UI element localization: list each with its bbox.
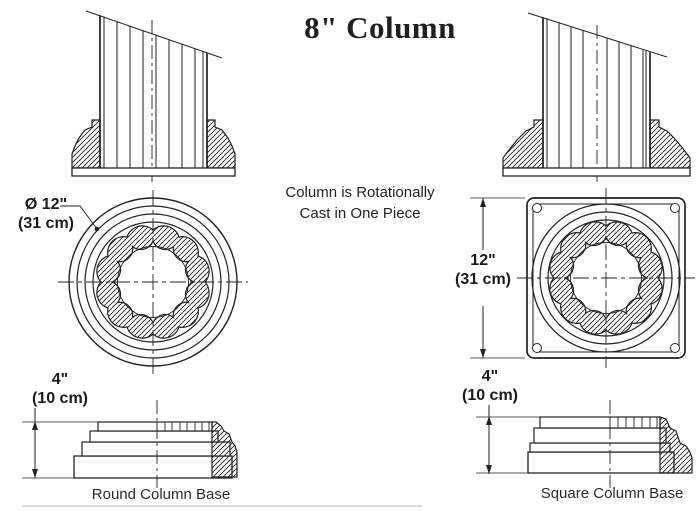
base-plate: [71, 167, 236, 177]
base-molding-left-section: [71, 119, 101, 169]
annotation-note: Column is Rotationally Cast in One Piece: [250, 182, 470, 224]
annotation-line1: Column is Rotationally: [285, 184, 435, 201]
round-base-height-label: 4": [51, 371, 69, 388]
dim-round-base-height: [22, 408, 100, 479]
square-plan-view: [517, 188, 695, 368]
base-section-hatch: [211, 421, 238, 478]
square-base-profile: [527, 400, 693, 488]
square-base-height-metric: (10 cm): [461, 387, 519, 404]
break-line: [527, 12, 668, 58]
break-line: [85, 10, 223, 59]
dim-round-diameter-leader: [60, 205, 100, 232]
base-plate: [502, 167, 691, 177]
square-column-elevation: [502, 12, 691, 182]
round-column-elevation: [71, 10, 236, 182]
square-base-height-label: 4": [481, 368, 499, 385]
base-molding-left-section: [502, 119, 544, 169]
annotation-line2: Cast in One Piece: [299, 205, 421, 222]
round-diameter-label: Ø 12": [24, 196, 68, 213]
round-base-caption: Round Column Base: [91, 486, 231, 503]
dim-square-base-height: [476, 405, 540, 474]
square-width-label: 12": [470, 252, 496, 269]
round-base-profile: [73, 400, 238, 488]
corner-dot: [670, 343, 680, 353]
round-plan-view: [58, 190, 248, 374]
base-molding-right-section: [206, 119, 236, 169]
round-diameter-metric: (31 cm): [17, 215, 75, 232]
square-base-caption: Square Column Base: [540, 485, 684, 502]
base-molding-right-section: [649, 119, 691, 169]
dim-square-width: [470, 197, 525, 359]
base-section-hatch: [659, 416, 693, 474]
corner-dot: [532, 343, 542, 353]
scan-artifact-line: [22, 505, 422, 507]
corner-dot: [532, 203, 542, 213]
corner-dot: [670, 203, 680, 213]
square-width-metric: (31 cm): [454, 271, 512, 288]
round-base-height-metric: (10 cm): [31, 390, 89, 407]
page-title: 8" Column: [304, 10, 456, 45]
